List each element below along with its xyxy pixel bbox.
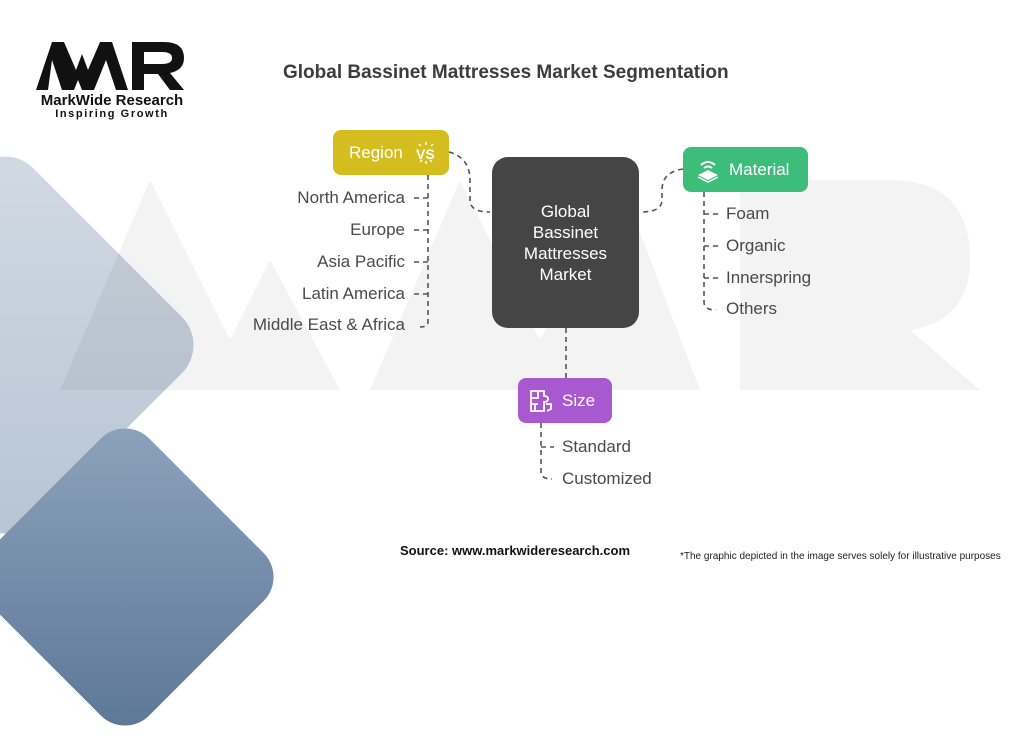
- puzzle-grid-icon: [530, 389, 552, 412]
- logo-name: MarkWide Research: [40, 92, 184, 109]
- center-line: Mattresses: [523, 243, 608, 263]
- material-item: Innerspring: [726, 268, 812, 287]
- logo-mark-icon: [36, 42, 184, 90]
- logo-tagline: Inspiring Growth: [55, 108, 169, 120]
- center-line: Global: [540, 201, 591, 221]
- size-item: Standard: [562, 437, 631, 456]
- material-item: Others: [726, 299, 778, 318]
- size-node: Size: [518, 378, 612, 423]
- center-line: Market: [539, 264, 592, 284]
- region-label: Region: [349, 142, 403, 162]
- material-item: Foam: [726, 204, 770, 223]
- region-node: Region VS: [333, 130, 449, 175]
- connector-lines: [414, 151, 718, 480]
- watermark-logo: [60, 180, 980, 390]
- region-item: Middle East & Africa: [252, 315, 405, 334]
- source-text: Source: www.markwideresearch.com: [400, 543, 631, 558]
- page-title: Global Bassinet Mattresses Market Segmen…: [283, 62, 729, 83]
- size-label: Size: [562, 390, 596, 410]
- disclaimer-text: *The graphic depicted in the image serve…: [680, 551, 1001, 562]
- region-item: Europe: [350, 220, 405, 239]
- svg-text:VS: VS: [416, 146, 435, 162]
- size-item: Customized: [562, 469, 652, 488]
- region-item: Latin America: [302, 284, 405, 303]
- region-item: North America: [297, 188, 405, 207]
- material-item: Organic: [726, 236, 786, 255]
- material-node: Material: [683, 147, 808, 192]
- region-item: Asia Pacific: [317, 252, 405, 271]
- vs-compare-icon: VS: [416, 141, 435, 164]
- layers-signal-icon: [697, 160, 719, 183]
- material-label: Material: [729, 159, 790, 179]
- center-line: Bassinet: [532, 222, 599, 242]
- center-node: Global Bassinet Mattresses Market: [492, 157, 639, 328]
